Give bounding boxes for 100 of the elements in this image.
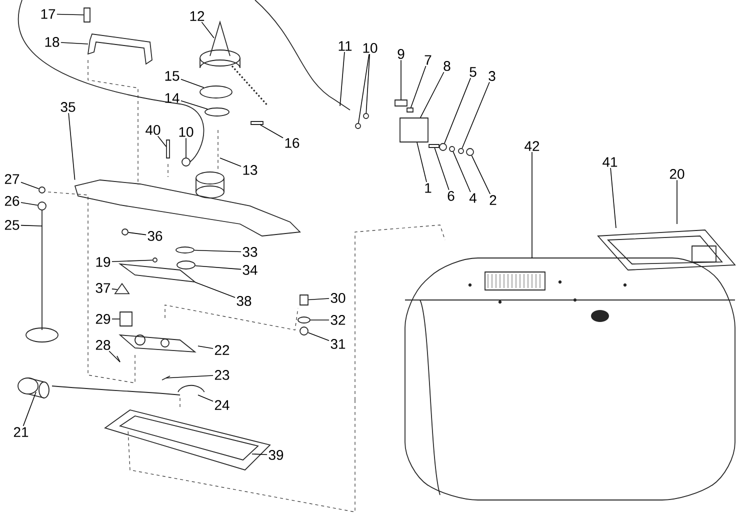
part xyxy=(182,158,190,166)
callout-number: 33 xyxy=(242,247,258,257)
part xyxy=(300,326,308,336)
callout-number: 11 xyxy=(338,41,352,51)
callout-number: 40 xyxy=(146,125,160,135)
leader-line xyxy=(260,124,284,138)
part xyxy=(394,100,408,106)
leader-line xyxy=(112,260,153,262)
leader-line xyxy=(194,250,242,252)
callout-number: 19 xyxy=(96,257,110,267)
callout-number: 27 xyxy=(4,174,20,184)
part xyxy=(250,121,264,125)
callout-number: 42 xyxy=(524,141,540,151)
part xyxy=(38,186,46,194)
leader-line xyxy=(157,136,166,147)
part xyxy=(84,8,90,22)
leader-line xyxy=(22,392,36,426)
leader-line xyxy=(610,168,616,228)
leader-line xyxy=(20,224,42,226)
leader-line xyxy=(166,375,214,378)
leader-line xyxy=(434,148,450,190)
leader-line xyxy=(308,298,330,300)
leader-line xyxy=(676,180,678,224)
part xyxy=(466,148,474,156)
part xyxy=(428,144,440,148)
leader-line xyxy=(198,346,214,349)
part xyxy=(363,113,369,119)
leader-line xyxy=(108,350,120,362)
callout-number: 6 xyxy=(448,191,454,201)
part xyxy=(176,246,194,254)
callout-number: 32 xyxy=(330,315,346,325)
part xyxy=(406,108,414,112)
callout-number: 18 xyxy=(45,37,60,47)
callout-number: 16 xyxy=(285,138,300,148)
callout-number: 10 xyxy=(179,127,194,137)
leader-line xyxy=(416,142,427,182)
callout-number: 14 xyxy=(165,93,180,103)
leader-line xyxy=(194,282,236,298)
callout-number: 7 xyxy=(424,55,432,65)
part xyxy=(200,86,232,98)
leader-line xyxy=(462,82,490,149)
callout-number: 22 xyxy=(214,345,230,355)
leader-line xyxy=(444,78,471,144)
callout-number: 36 xyxy=(148,231,162,241)
callout-number: 2 xyxy=(490,195,496,205)
callout-number: 21 xyxy=(14,427,28,437)
leader-line xyxy=(201,22,214,38)
callout-number: 26 xyxy=(4,196,20,206)
leader-line xyxy=(112,318,120,320)
part xyxy=(449,146,455,152)
callout-number: 30 xyxy=(330,293,346,303)
callout-number: 8 xyxy=(444,61,450,71)
callout-number: 28 xyxy=(96,340,110,350)
callout-number: 3 xyxy=(488,71,496,81)
part xyxy=(300,294,308,306)
callout-number: 41 xyxy=(602,157,618,167)
callout-number: 37 xyxy=(96,283,110,293)
callout-number: 38 xyxy=(236,296,252,306)
leader-line xyxy=(112,288,118,290)
leader-line xyxy=(194,265,242,270)
leader-line xyxy=(340,52,345,106)
leader-line xyxy=(410,66,426,108)
callout-number: 25 xyxy=(4,220,20,230)
callout-number: 10 xyxy=(363,43,378,53)
callout-number: 29 xyxy=(96,314,110,324)
leader-line xyxy=(198,394,214,402)
callout-number: 31 xyxy=(330,339,346,349)
leader-line xyxy=(471,155,490,194)
leader-line xyxy=(180,100,208,110)
leader-line xyxy=(220,158,242,167)
part xyxy=(439,143,447,151)
part xyxy=(458,148,464,154)
callout-number: 4 xyxy=(469,193,476,203)
leader-line xyxy=(20,182,40,190)
part xyxy=(120,312,132,326)
callout-number: 5 xyxy=(470,67,476,77)
leader-line xyxy=(452,151,471,192)
leader-line xyxy=(366,54,370,114)
callout-number: 39 xyxy=(268,450,284,460)
part xyxy=(176,260,196,270)
part xyxy=(166,140,170,158)
callout-number: 1 xyxy=(425,183,432,193)
callout-number: 23 xyxy=(214,370,230,380)
leader-line xyxy=(400,60,402,100)
callout-number: 12 xyxy=(190,11,204,21)
leader-line xyxy=(128,232,146,236)
part xyxy=(400,118,428,142)
leader-line xyxy=(60,42,88,44)
callout-number: 17 xyxy=(41,9,56,19)
part xyxy=(122,228,128,236)
callout-number: 15 xyxy=(165,71,180,81)
leader-line xyxy=(252,454,268,456)
callout-number: 35 xyxy=(60,102,76,112)
callout-number: 13 xyxy=(243,165,258,175)
callout-number: 9 xyxy=(398,49,404,59)
leader-line xyxy=(420,72,444,118)
leader-line xyxy=(20,202,38,206)
leader-line xyxy=(180,78,204,88)
callout-number: 20 xyxy=(670,169,684,179)
callout-number: 24 xyxy=(214,400,230,410)
